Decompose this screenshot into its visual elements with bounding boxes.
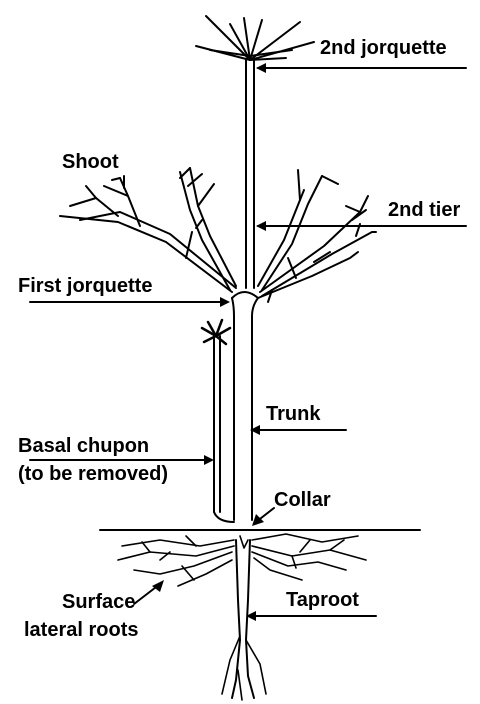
taproot-drawing [222, 540, 266, 700]
upper-stem [246, 60, 254, 288]
label-surface-roots-2: lateral roots [24, 619, 138, 641]
label-2nd-tier: 2nd tier [388, 199, 460, 221]
label-first-jorquette: First jorquette [18, 275, 152, 297]
basal-chupon-drawing [202, 320, 234, 522]
top-fan-branches [196, 16, 314, 60]
annotations: 2nd jorquette Shoot 2nd tier First jorqu… [18, 37, 466, 641]
label-2nd-jorquette: 2nd jorquette [320, 37, 447, 59]
label-collar: Collar [274, 489, 331, 511]
label-shoot: Shoot [62, 151, 119, 173]
arrowhead-2nd-jorquette [256, 63, 266, 73]
arrowhead-basal-chupon [204, 455, 214, 465]
surface-roots-drawing [118, 534, 366, 586]
arrowhead-2nd-tier [256, 221, 266, 231]
arrowhead-surface-roots [152, 580, 164, 592]
label-basal-chupon-note: (to be removed) [18, 463, 168, 485]
arrowhead-first-jorquette [220, 297, 230, 307]
label-trunk: Trunk [266, 403, 321, 425]
arrowhead-collar [252, 514, 264, 526]
label-taproot: Taproot [286, 589, 359, 611]
label-surface-roots: Surface [62, 591, 135, 613]
label-basal-chupon: Basal chupon [18, 435, 149, 457]
trunk-drawing [232, 292, 258, 520]
